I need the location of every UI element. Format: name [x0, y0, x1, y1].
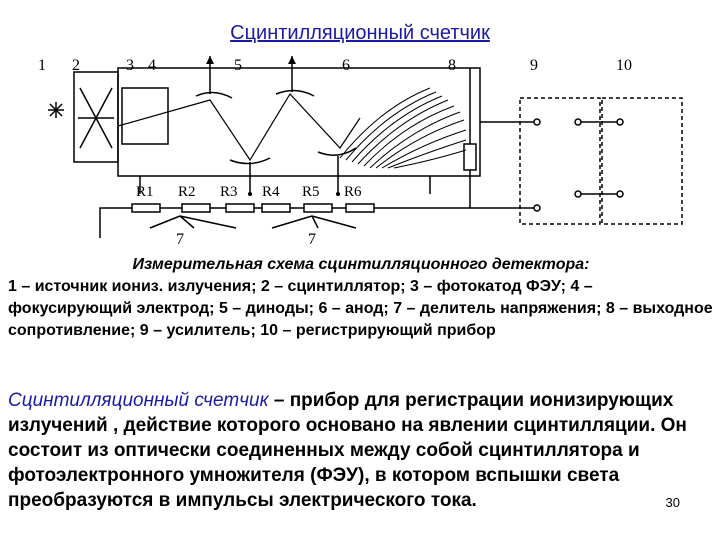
caption-title: Измерительная схема сцинтилляционного де… [132, 256, 590, 273]
label-2: 2 [72, 57, 80, 74]
label-7-left: 7 [176, 231, 184, 248]
output-resistor [463, 143, 477, 171]
label-1: 1 [38, 57, 46, 74]
voltage-divider [131, 203, 375, 213]
caption-legend: 1 – источник иониз. излучения; 2 – сцинт… [8, 278, 713, 339]
resistor-label-r1: R1 [136, 184, 154, 200]
resistor-label-r6: R6 [344, 184, 362, 200]
scintillation-flash-icon [78, 87, 114, 149]
label-6: 6 [342, 57, 350, 74]
resistor-label-r2: R2 [178, 184, 196, 200]
resistor-label-r5: R5 [302, 184, 320, 200]
pmt-envelope [117, 67, 481, 177]
label-7-right: 7 [308, 231, 316, 248]
photocathode [121, 87, 169, 145]
radiation-source-icon [48, 102, 64, 118]
amplifier-box [519, 97, 601, 225]
resistor-label-r4: R4 [262, 184, 280, 200]
recorder-box [601, 97, 683, 225]
scintillation-counter-diagram: 1 2 3 4 5 6 8 9 10 R1 R2 R3 R4 R5 R6 7 7 [38, 56, 683, 248]
label-5: 5 [234, 57, 242, 74]
page-number: 30 [665, 495, 680, 510]
definition-term: Сцинтилляционный счетчик [8, 390, 269, 411]
diagram-caption: Измерительная схема сцинтилляционного де… [8, 254, 714, 342]
label-8: 8 [448, 57, 456, 74]
label-10: 10 [616, 57, 632, 74]
slide-title: Сцинтилляционный счетчик [230, 22, 490, 44]
label-9: 9 [530, 57, 538, 74]
definition-text: – прибор для регистрации ионизирующих из… [8, 390, 687, 511]
resistor-label-r3: R3 [220, 184, 238, 200]
definition-paragraph: Сцинтилляционный счетчик – прибор для ре… [8, 388, 714, 513]
label-3: 3 [126, 57, 134, 74]
label-4: 4 [148, 57, 156, 74]
